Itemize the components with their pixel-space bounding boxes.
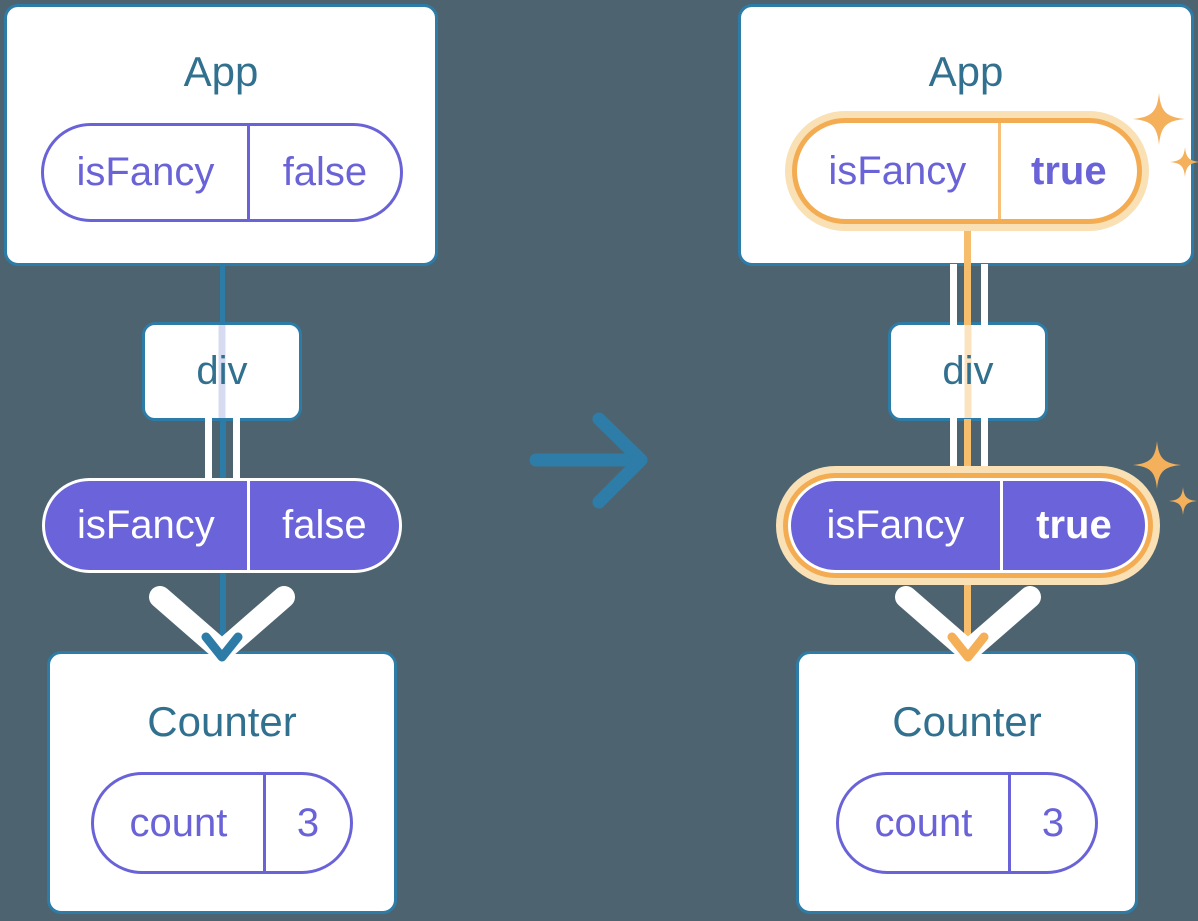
connector-app-div-left (220, 264, 225, 325)
arrowhead-left (201, 632, 243, 662)
prop-name: isFancy (76, 150, 215, 194)
arrowhead-right (947, 632, 989, 662)
prop-flow-stripe (218, 325, 226, 418)
passed-prop-pill-left: isFancy false (42, 478, 402, 573)
prop-pipe-right (981, 417, 988, 484)
state-value: 3 (1007, 775, 1095, 871)
app-title: App (928, 48, 1004, 95)
prop-name: isFancy (828, 148, 967, 193)
sparkle-icon (1133, 93, 1185, 145)
state-name: count (874, 800, 973, 845)
transition-arrow-icon (529, 412, 648, 509)
prop-value: false (246, 481, 399, 570)
sparkle-icon (1170, 147, 1198, 177)
count-state-pill-right: count 3 (836, 772, 1098, 874)
prop-flow-stripe-highlight (964, 325, 972, 418)
passed-prop-pill-right-highlighted: isFancy true (788, 478, 1148, 573)
sparkle-icon (1133, 441, 1181, 489)
div-label: div (196, 349, 248, 393)
app-prop-pill-left: isFancy false (41, 123, 403, 222)
state-name: count (129, 800, 228, 845)
prop-value: true (999, 481, 1145, 570)
prop-pipe-right (950, 417, 957, 484)
prop-value: false (246, 126, 400, 219)
prop-pipe-left (205, 417, 212, 484)
app-prop-pill-right-highlighted: isFancy true (792, 118, 1142, 224)
div-label: div (942, 349, 994, 393)
count-state-pill-left: count 3 (91, 772, 353, 874)
state-value: 3 (262, 775, 350, 871)
prop-pipe-left (233, 417, 240, 484)
sparkle-icon (1169, 487, 1197, 515)
prop-line-right (964, 228, 971, 325)
prop-value: true (997, 123, 1137, 219)
counter-title: Counter (147, 698, 297, 745)
prop-pipe-right (950, 264, 957, 325)
prop-name: isFancy (76, 503, 215, 547)
prop-pipe-right (981, 264, 988, 325)
prop-name: isFancy (826, 503, 965, 547)
app-title: App (183, 48, 259, 95)
counter-title: Counter (892, 698, 1042, 745)
